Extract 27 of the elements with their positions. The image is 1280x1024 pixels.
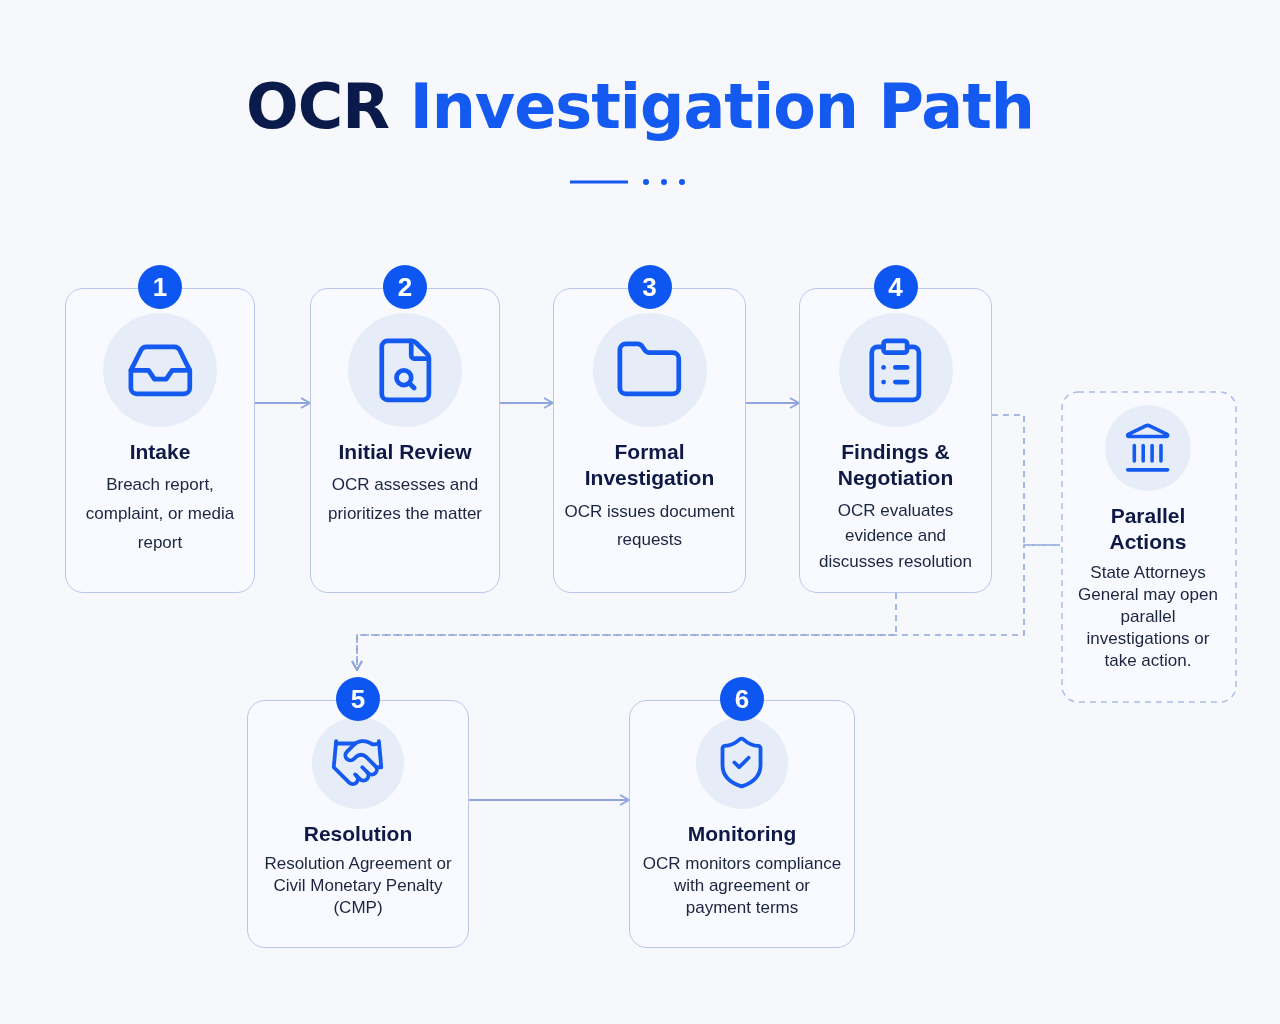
arrow	[745, 397, 800, 409]
step-title: Monitoring	[687, 821, 797, 847]
step-title: Resolution	[303, 821, 413, 847]
step-title: Parallel Actions	[1108, 503, 1188, 556]
step-description: Breach report, complaint, or media report	[84, 474, 236, 555]
dashed-connector	[351, 544, 1061, 671]
arrow	[254, 397, 311, 409]
step-description: OCR evaluates evidence and discusses resolution	[817, 499, 974, 573]
step-number: 2	[383, 265, 427, 309]
step-title: Intake	[129, 439, 191, 465]
step-description: State Attorneys General may open parallel investigations or take action.	[1077, 561, 1219, 672]
step-number: 5	[336, 677, 380, 721]
title: OCR Investigation Path	[245, 70, 1035, 143]
step-number: 4	[873, 265, 918, 309]
step-description: OCR assesses and prioritizes the matter	[327, 474, 483, 526]
step-title: Initial Review	[338, 439, 472, 465]
step-title: Findings & Negotiation	[836, 439, 955, 492]
step-number: 6	[720, 677, 764, 721]
step-number: 1	[138, 265, 182, 309]
step-description: OCR monitors compliance with agreement or payment terms	[641, 853, 843, 920]
arrow	[468, 794, 630, 806]
step-title: Formal Investigation	[583, 439, 716, 492]
dashed-card	[1060, 390, 1236, 702]
arrow	[499, 397, 554, 409]
step-number: 3	[627, 265, 672, 309]
step-description: OCR issues document requests	[564, 500, 735, 552]
step-description: Resolution Agreement or Civil Monetary Penalty (CMP)	[263, 853, 453, 920]
